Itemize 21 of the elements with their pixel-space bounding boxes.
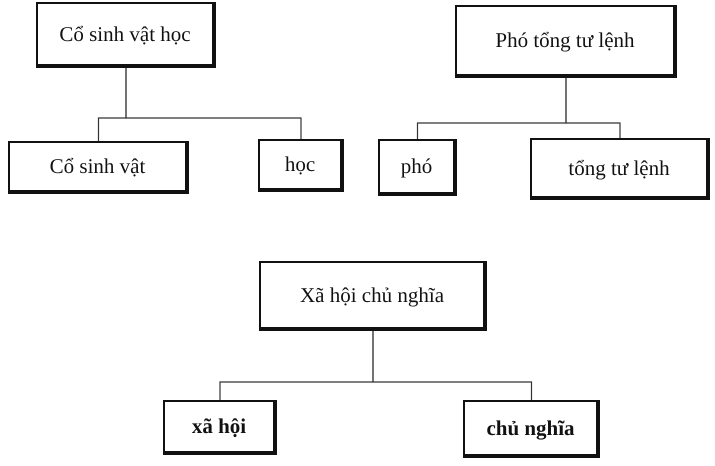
term-label: xã hội: [192, 414, 246, 439]
term-box: [259, 261, 487, 331]
term-label: học: [284, 152, 316, 177]
tree-connector: [372, 331, 532, 400]
term-box: [463, 400, 600, 458]
term-label: tổng tư lệnh: [568, 156, 670, 180]
tree-connector: [565, 78, 621, 138]
term-box: [8, 141, 189, 194]
term-label: Xã hội chủ nghĩa: [300, 282, 444, 308]
term-label: phó: [400, 154, 432, 179]
term-box: [258, 139, 344, 192]
term-box: [163, 400, 277, 455]
tree-connector: [125, 68, 302, 139]
term-label: Phó tổng tư lệnh: [495, 28, 635, 53]
term-label: Cổ sinh vật: [50, 154, 146, 179]
term-box: [36, 2, 216, 68]
term-label: chủ nghĩa: [486, 416, 575, 440]
term-label: Cổ sinh vật học: [59, 22, 191, 46]
term-box: [378, 139, 457, 196]
term-box: [455, 5, 677, 78]
term-box: [530, 138, 710, 200]
